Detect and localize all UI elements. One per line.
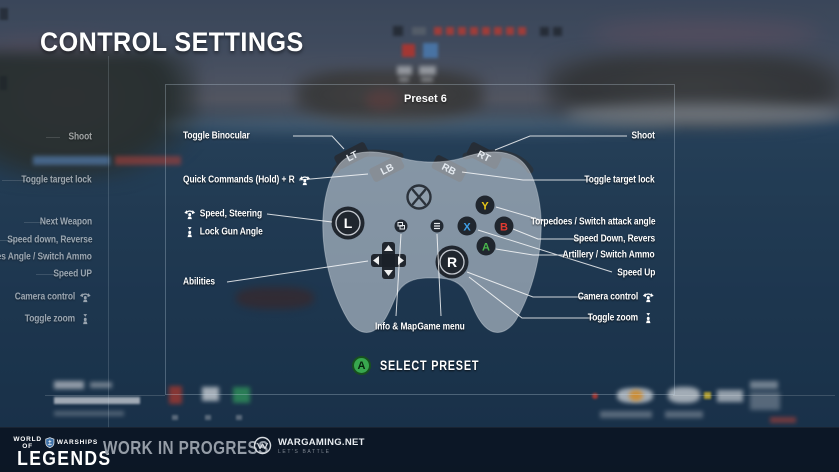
logo-warships: WARSHIPS: [56, 439, 98, 446]
bg-leader-line: [46, 137, 60, 138]
wargaming-net-label: WARGAMING.NET: [278, 436, 365, 448]
bg-binding-camera-control: Camera control: [15, 292, 92, 303]
binding-abilities: Abilities: [183, 276, 215, 288]
binding-speed-steering: Speed, Steering: [183, 209, 262, 220]
wows-legends-logo: WORLD OF WARSHIPS LEGENDS: [12, 435, 112, 470]
bg-leader-line: [24, 222, 44, 223]
settings-panel-frame: [165, 84, 675, 395]
bg-binding-toggle-zoom: Toggle zoom: [25, 314, 92, 325]
stick-press-icon: [83, 314, 88, 325]
binding-info-map: Info & Map: [374, 321, 418, 333]
logo-legends: LEGENDS: [17, 448, 112, 470]
bg-binding-toggle-target-lock: Toggle target lock: [21, 174, 92, 186]
binding-game-menu: Game menu: [417, 321, 465, 333]
binding-speed-down-reverse: Speed Down, Revers: [573, 233, 655, 245]
background-hud-line-right: [673, 395, 835, 396]
binding-camera-control: Camera control: [578, 292, 655, 303]
binding-lock-gun-angle: Lock Gun Angle: [183, 227, 263, 238]
bg-leader-line: [0, 240, 16, 241]
wargaming-icon: [253, 436, 272, 455]
binding-shoot: Shoot: [631, 130, 655, 142]
bg-leader-line: [2, 180, 28, 181]
bg-binding-torpedoes-angle: Torpedoes Angle / Switch Ammo: [0, 251, 92, 263]
bg-binding-speed-down-reverse: Speed down, Reverse: [6, 234, 92, 246]
wargaming-logo-block: WARGAMING.NET LET'S BATTLE: [253, 436, 365, 455]
bg-binding-speed-up: Speed UP: [53, 268, 92, 280]
stick-press-icon: [187, 227, 192, 238]
preset-name: Preset 6: [404, 93, 447, 105]
binding-artillery-switch-ammo: Artillery / Switch Ammo: [562, 249, 655, 261]
bg-binding-next-weapon: Next Weapon: [39, 216, 92, 228]
background-frame-line: [108, 56, 109, 428]
binding-speed-up: Speed Up: [616, 267, 655, 279]
stick-move-icon: [184, 210, 196, 220]
binding-quick-commands: Quick Commands (Hold) + R: [183, 175, 311, 186]
stick-move-icon: [79, 293, 91, 303]
shield-anchor-icon: [45, 437, 55, 449]
binding-torpedoes: Torpedoes / Switch attack angle: [530, 216, 655, 228]
a-button-hint: A: [352, 356, 371, 375]
binding-toggle-binocular: Toggle Binocular: [183, 130, 250, 142]
select-preset-label: SELECT PRESET: [380, 358, 480, 373]
select-preset-hint[interactable]: A SELECT PRESET: [352, 356, 504, 375]
background-hud-line-left: [45, 395, 165, 396]
stick-move-icon: [299, 176, 311, 186]
stick-press-icon: [646, 313, 651, 324]
binding-toggle-zoom: Toggle zoom: [588, 313, 655, 324]
bg-leader-line: [36, 274, 56, 275]
binding-toggle-target-lock: Toggle target lock: [584, 174, 655, 186]
page-title: CONTROL SETTINGS: [40, 27, 304, 57]
work-in-progress-label: WORK IN PROGRESS: [103, 438, 269, 458]
logo-world-of: WORLD OF: [13, 435, 42, 450]
footer-bar: WORLD OF WARSHIPS LEGENDS WORK IN PROGRE…: [0, 427, 839, 472]
wargaming-tagline: LET'S BATTLE: [278, 448, 331, 455]
bg-binding-shoot: Shoot: [68, 131, 92, 143]
stick-move-icon: [642, 293, 654, 303]
